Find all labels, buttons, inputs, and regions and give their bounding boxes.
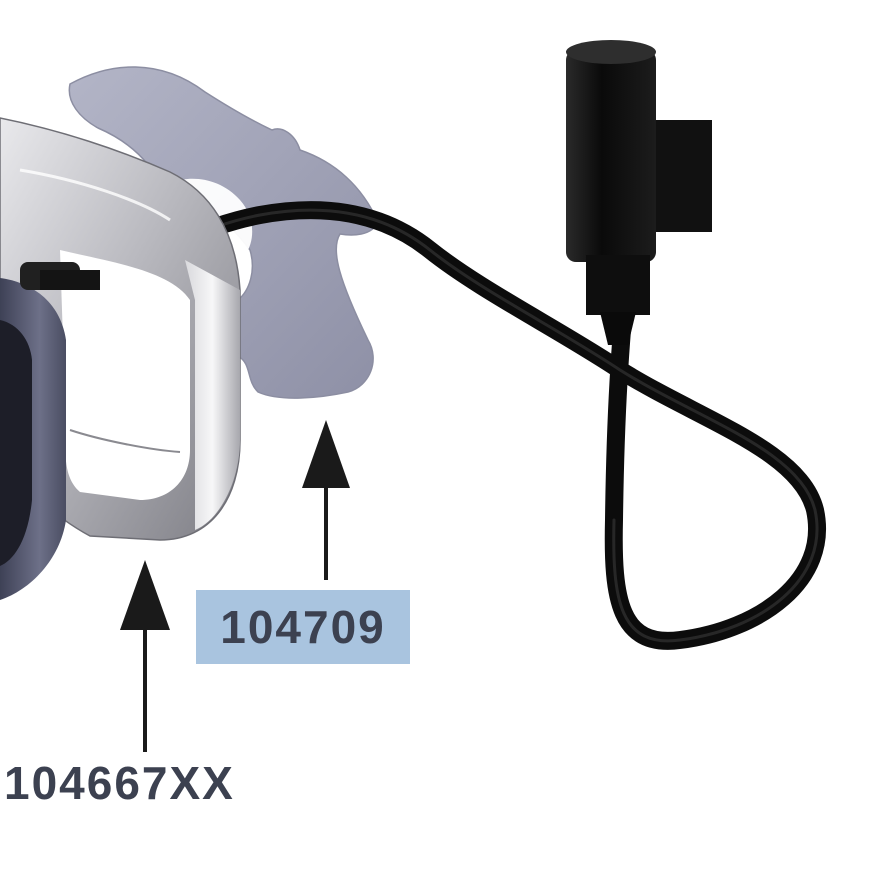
bezel-housing: [0, 117, 241, 541]
part-number-text: 104667XX: [4, 757, 235, 809]
cable: [31, 201, 826, 650]
arrow-to-bezel-housing: [120, 560, 170, 752]
part-number-label-104667xx: 104667XX: [4, 760, 235, 806]
plug-connector: [566, 40, 712, 345]
part-number-text: 104709: [220, 601, 386, 653]
inner-body: [0, 262, 100, 600]
arrow-to-spacer-ring: [302, 420, 350, 580]
part-number-label-104709: 104709: [196, 590, 410, 664]
